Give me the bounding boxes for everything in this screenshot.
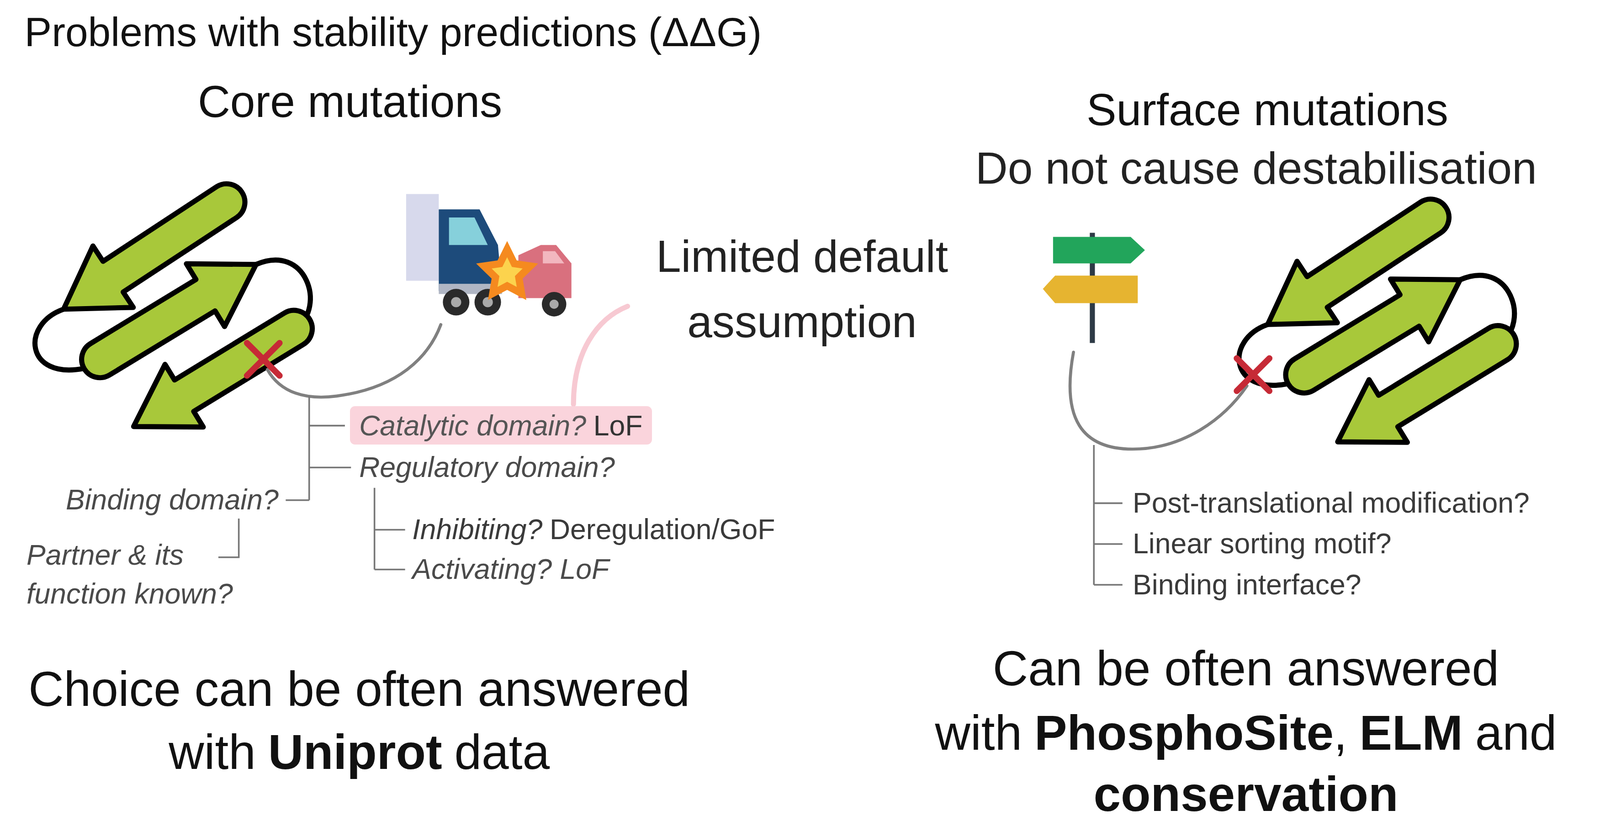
text-line: Binding interface?	[1132, 567, 1362, 602]
highlight-leader	[573, 306, 628, 404]
wheel	[541, 291, 567, 317]
diagram-title: Problems with stability predictions (ΔΔG…	[24, 8, 1600, 58]
box-outcome: LoF	[593, 409, 643, 442]
subheading: Do not cause destabilisation	[975, 143, 1537, 194]
text-line: Surface mutations	[1086, 83, 1449, 138]
truck-trailer	[406, 194, 439, 281]
highlight-box: Catalytic domain?LoF	[349, 406, 652, 445]
tree-tick	[309, 466, 352, 469]
database-name: ELM	[1359, 704, 1463, 760]
text-line: Linear sorting motif?	[1132, 526, 1392, 562]
explosion-core	[491, 257, 523, 287]
text-line: Can be often answered	[992, 639, 1500, 699]
tree-tick	[1093, 543, 1123, 546]
tree-label: Activating? LoF	[412, 553, 610, 586]
summary-text: with	[168, 724, 256, 780]
tree-tick	[285, 499, 309, 502]
database-name: conservation	[1093, 766, 1399, 822]
summary-text: Can be often answered	[992, 641, 1500, 696]
mark-stroke	[1236, 358, 1270, 391]
tree-stem	[373, 487, 376, 570]
section-heading: Core mutations	[197, 76, 503, 127]
section-heading: Surface mutations	[1086, 84, 1449, 135]
tree-label: Binding domain?	[65, 483, 279, 516]
summary-text: data	[454, 724, 550, 780]
tree-stem	[308, 396, 311, 501]
wheel-hub	[450, 296, 461, 308]
wheel-hub	[549, 299, 559, 309]
text-line: Core mutations	[197, 74, 503, 129]
beta-sheet	[35, 161, 329, 458]
crash-icon	[406, 194, 572, 317]
sign-right	[1053, 236, 1145, 264]
tree-label: Linear sorting motif?	[1132, 527, 1392, 560]
summary-text: and	[1475, 704, 1558, 760]
text-line: Activating? LoF	[412, 552, 610, 587]
mark-stroke	[1236, 358, 1270, 391]
text-line: withPhosphoSite,ELMand	[935, 703, 1558, 763]
tree-tick	[374, 568, 406, 571]
tree-label: Inhibiting?	[412, 513, 543, 546]
tree-tick	[309, 424, 345, 427]
text-line: Partner & its function known?	[26, 535, 287, 614]
tree-tick	[1093, 583, 1123, 586]
loop	[35, 309, 85, 371]
text-line: conservation	[1093, 764, 1399, 824]
tree-label: Post-translational modification?	[1132, 487, 1530, 520]
strand-shape	[114, 287, 329, 458]
text-line: Do not cause destabilisation	[975, 141, 1537, 196]
text-line: Choice can be often answered	[28, 659, 690, 719]
tree-tick	[1093, 502, 1123, 505]
wheel-hub	[482, 296, 493, 308]
summary-text: ,	[1333, 704, 1348, 760]
mutation-mark	[246, 343, 280, 376]
text-line: Post-translational modification?	[1132, 486, 1530, 521]
beta-sheet	[1239, 176, 1533, 474]
sign-left	[1043, 275, 1139, 303]
car-window	[542, 251, 565, 264]
strand-arrow	[114, 287, 329, 458]
text-line: withUniprotdata	[168, 722, 550, 782]
leader-curve	[267, 324, 441, 398]
database-name: PhosphoSite	[1034, 704, 1334, 760]
annotation-text: Limited default assumption	[656, 231, 949, 347]
summary-text: Choice can be often answered	[28, 661, 690, 716]
truck-window	[449, 217, 488, 245]
tree-tick	[374, 529, 406, 531]
mark-stroke	[246, 343, 280, 376]
box-question: Catalytic domain?	[359, 409, 587, 442]
text-line: Regulatory domain?	[359, 450, 615, 485]
loop	[1239, 324, 1288, 386]
text-line: Limited default assumption	[587, 223, 1017, 355]
tree-outcome: Deregulation/GoF	[549, 513, 775, 546]
tree-label: Partner & its function known?	[26, 538, 234, 610]
mutation-mark	[1236, 358, 1270, 391]
summary-text: with	[935, 704, 1023, 760]
strand-shape	[1318, 302, 1533, 473]
tree-bracket	[218, 518, 239, 558]
tree-stem	[1092, 445, 1095, 585]
strand-arrow	[1318, 302, 1533, 473]
signpost-icon	[1043, 233, 1145, 344]
database-name: Uniprot	[268, 724, 443, 780]
tree-label: Regulatory domain?	[359, 450, 615, 483]
explosion	[476, 240, 539, 300]
text-line: Inhibiting?Deregulation/GoF	[412, 512, 775, 547]
mark-stroke	[246, 343, 280, 376]
wheel	[442, 288, 470, 316]
tree-label: Binding interface?	[1132, 568, 1362, 601]
tree-lines	[1093, 445, 1123, 585]
text-line: Binding domain?	[65, 482, 279, 518]
leader-curve	[1070, 352, 1247, 450]
